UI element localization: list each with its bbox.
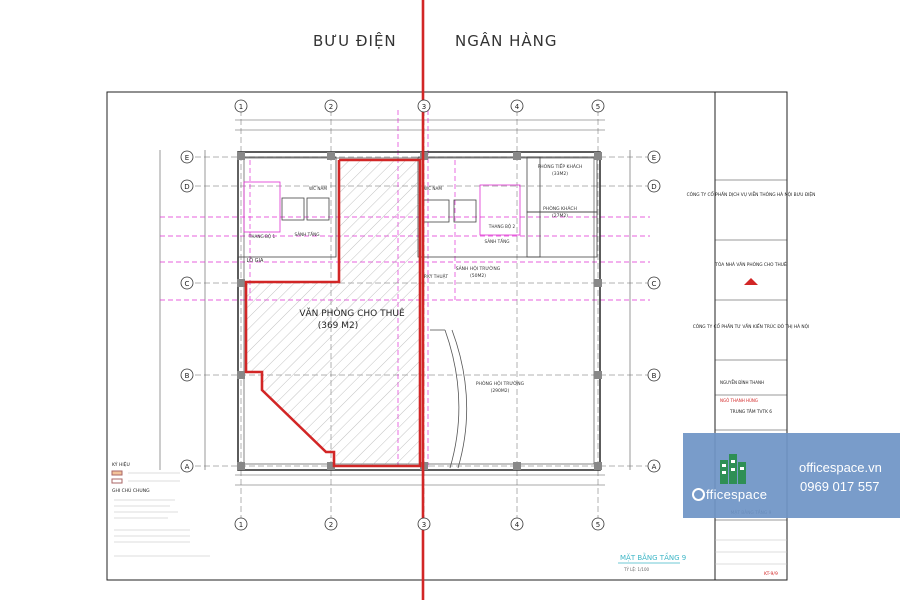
svg-text:1: 1	[239, 103, 243, 111]
svg-text:5: 5	[596, 521, 600, 529]
svg-text:B: B	[652, 372, 657, 380]
lift-hall-left: SẢNH TẦNG	[295, 232, 320, 237]
stair-right: THANG BỘ 2	[488, 224, 516, 229]
client-name: CÔNG TY CỔ PHẦN DỊCH VỤ VIỄN THÔNG HÀ NỘ…	[687, 190, 816, 198]
office-highlight	[244, 158, 422, 468]
guest-room-label: PHÒNG KHÁCH	[543, 205, 577, 212]
axis-bubbles	[180, 99, 661, 531]
technical-room-label: P.KỸ THUẬT	[424, 274, 448, 279]
svg-text:(290M2): (290M2)	[491, 388, 510, 394]
svg-text:3: 3	[422, 103, 426, 111]
design-center: TRUNG TÂM TVTK 6	[729, 408, 772, 415]
svg-text:(33M2): (33M2)	[552, 171, 568, 177]
legend-block: KÝ HIỆU GHI CHÚ CHUNG	[111, 460, 210, 557]
svg-text:3: 3	[422, 521, 426, 529]
svg-text:A: A	[652, 463, 657, 471]
stair-left: THANG BỘ 1	[248, 234, 276, 239]
consultant-name: CÔNG TY CỔ PHẦN TƯ VẤN KIẾN TRÚC ĐÔ THỊ …	[693, 322, 810, 330]
designer-name: NGÔ THANH HÙNG	[720, 398, 758, 403]
svg-text:1: 1	[239, 521, 243, 529]
svg-text:(50M2): (50M2)	[470, 273, 486, 279]
plan-scale: TỶ LỆ: 1/100	[623, 567, 650, 572]
brand-url: officespace.vn	[799, 460, 882, 475]
consultant-logo-icon	[744, 278, 758, 285]
svg-text:4: 4	[515, 103, 520, 111]
svg-text:KÝ HIỆU: KÝ HIỆU	[112, 460, 130, 468]
brand-phone: 0969 017 557	[800, 479, 880, 494]
lobby-label: SẢNH HỘI TRƯỜNG	[456, 264, 501, 272]
svg-text:E: E	[185, 154, 189, 162]
cores	[237, 156, 598, 258]
title-block-frame	[714, 91, 788, 581]
plan-title: MẶT BẰNG TẦNG 9	[620, 552, 686, 562]
svg-text:(27M2): (27M2)	[552, 213, 568, 219]
svg-text:C: C	[185, 280, 190, 288]
hall-curve	[444, 329, 460, 469]
sheet-number: KT-9/9	[764, 571, 778, 577]
svg-text:E: E	[652, 154, 656, 162]
svg-text:4: 4	[515, 521, 520, 529]
lo-gia-label: LÔ GIA	[247, 257, 264, 264]
svg-text:5: 5	[596, 103, 600, 111]
dimension-lines	[159, 119, 631, 486]
project-name: TÒA NHÀ VĂN PHÒNG CHO THUÊ	[714, 260, 787, 268]
office-room-label: VĂN PHÒNG CHO THUÊ	[299, 307, 405, 319]
hall-label: PHÒNG HỘI TRƯỜNG	[476, 380, 525, 387]
officespace-overlay	[683, 433, 900, 518]
wc-left: WC NAM	[309, 186, 327, 191]
svg-text:A: A	[185, 463, 190, 471]
right-tenant-label: NGÂN HÀNG	[455, 32, 558, 50]
lift-hall-right: SẢNH TẦNG	[485, 239, 510, 244]
office-hatch	[247, 160, 420, 465]
office-area-label: (369 M2)	[318, 321, 359, 331]
svg-text:2: 2	[329, 521, 333, 529]
axis-labels: 1 2 3 4 5 1 2 3 4 5 E D C B A E D C B A	[184, 103, 656, 529]
brand-name: fficespace	[692, 487, 767, 502]
svg-text:D: D	[184, 183, 189, 191]
wc-right: WC NAM	[424, 186, 442, 191]
director-name: NGUYỄN ĐÌNH THANH	[720, 380, 764, 385]
svg-text:GHI CHÚ CHUNG: GHI CHÚ CHUNG	[112, 487, 150, 494]
svg-text:2: 2	[329, 103, 333, 111]
left-tenant-label: BƯU ĐIỆN	[313, 32, 397, 50]
svg-text:B: B	[185, 372, 190, 380]
svg-text:C: C	[652, 280, 657, 288]
officespace-logo-icon	[720, 454, 746, 484]
reception-label: PHÒNG TIẾP KHÁCH	[538, 162, 583, 170]
svg-text:D: D	[651, 183, 656, 191]
